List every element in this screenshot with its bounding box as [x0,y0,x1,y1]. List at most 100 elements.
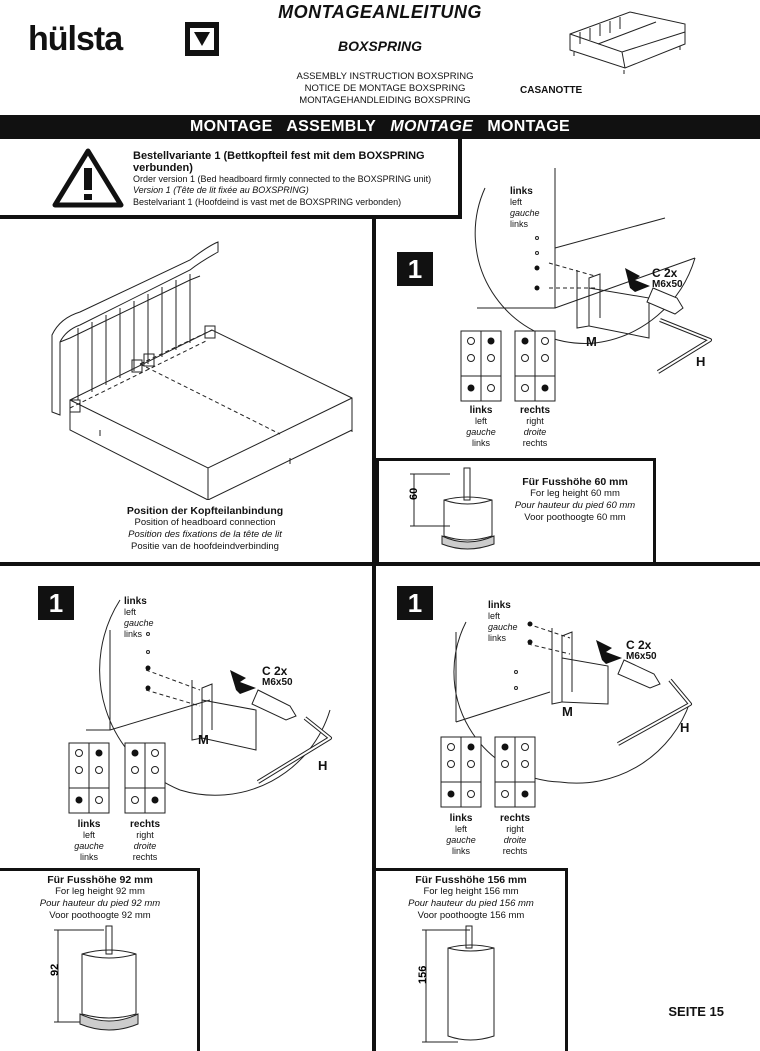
step-number-bottom-right: 1 [397,586,433,620]
legend-left-bottom-left: links left gauche links [60,819,118,863]
part-m-text: M [198,732,209,747]
side-label-en: left [488,611,501,621]
plate-right-bottom-right [494,736,536,808]
divider-vertical-top [372,219,376,565]
side-label-en: left [510,197,523,207]
screw-qty: C 2x [652,266,678,280]
side-label-bottom-left: links left gauche links [124,596,164,640]
band-nl: MONTAGE [487,118,571,135]
legend-left-de: links [449,813,473,824]
side-label-de: links [124,596,147,607]
legend-right-de: rechts [129,819,160,830]
band-de: MONTAGE [189,118,273,135]
side-label-top-right: links left gauche links [510,186,550,230]
side-label-fr: gauche [124,618,154,628]
header-line-fr: NOTICE DE MONTAGE BOXSPRING [304,83,466,94]
plate-right-top-right [514,330,556,402]
legend-left-bottom-right: links left gauche links [432,813,490,857]
side-label-nl: links [124,629,143,639]
leg156-de: Für Fusshöhe 156 mm [415,874,527,886]
bed-overview-drawing [51,241,353,500]
part-h-text: H [680,720,690,735]
side-label-de: links [488,600,511,611]
part-m-bottom-left: M [198,732,209,747]
side-label-de: links [510,186,533,197]
plate-left-top-right [460,330,502,402]
part-m-top-right: M [586,335,597,349]
leg92-de: Für Fusshöhe 92 mm [47,874,153,886]
position-caption: Position der Kopfteilanbindung Position … [40,505,370,553]
leg156-en: For leg height 156 mm [423,886,519,897]
divider-horizontal-mid [0,562,760,566]
position-fr: Position des fixations de la tête de lit [128,529,282,540]
legend-left-fr: gauche [74,841,104,851]
position-nl: Positie van de hoofdeindverbinding [131,541,279,552]
legend-right-nl: rechts [502,846,528,856]
leg156-nl: Voor poothoogte 156 mm [417,910,525,921]
part-h-text: H [318,758,328,773]
warning-nl: Bestelvariant 1 (Hoofdeind is vast met d… [133,197,402,207]
step-number-bottom-left: 1 [38,586,74,620]
leg-60-drawing: 60 [408,467,495,550]
legend-left-de: links [469,405,493,416]
side-label-nl: links [510,219,529,229]
legend-left-en: left [82,830,95,840]
allen-key-top-right [656,318,712,374]
band-en: ASSEMBLY [286,118,377,135]
side-label-nl: links [488,633,507,643]
legend-right-de: rechts [519,405,550,416]
leg60-nl: Voor poothoogte 60 mm [524,512,626,523]
header-line-nl: MONTAGEHANDLEIDING BOXSPRING [299,95,471,106]
header-lines: ASSEMBLY INSTRUCTION BOXSPRING NOTICE DE… [180,71,590,107]
legend-right-bottom-right: rechts right droite rechts [486,813,544,857]
section-band: MONTAGE ASSEMBLY MONTAGE MONTAGE [0,115,760,139]
divider-vertical-bottom [372,566,376,1051]
part-m-bottom-right: M [562,704,573,719]
part-h-text: H [696,354,706,369]
legend-right-nl: rechts [522,438,548,448]
bracket-detail-top-right [474,168,696,344]
header-line-en: ASSEMBLY INSTRUCTION BOXSPRING [296,71,474,82]
legend-left-en: left [474,416,487,426]
legend-right-en: right [526,416,544,426]
leg92-en: For leg height 92 mm [55,886,145,897]
warning-box [0,139,462,219]
part-m-text: M [562,704,573,719]
allen-key-bottom-left [256,716,332,784]
warning-en: Order version 1 (Bed headboard firmly co… [133,174,432,184]
leg60-en: For leg height 60 mm [530,488,620,499]
leg156-box [376,868,568,1051]
legend-right-nl: rechts [132,852,158,862]
document-subtitle: BOXSPRING [337,38,422,54]
warning-de: Bestellvariante 1 (Bettkopfteil fest mit… [133,150,425,174]
legend-right-fr: droite [133,841,157,851]
legend-left-de: links [77,819,101,830]
bed-thumbnail [569,11,686,74]
screw-qty: C 2x [262,664,288,678]
side-label-fr: gauche [510,208,540,218]
position-de: Position der Kopfteilanbindung [126,505,284,517]
brand-emblem-icon [185,22,219,56]
legend-left-en: left [454,824,467,834]
side-label-fr: gauche [488,622,518,632]
screw-qty: C 2x [626,638,652,652]
document-title: MONTAGEANLEITUNG [278,2,482,22]
legend-right-fr: droite [523,427,547,437]
legend-left-fr: gauche [466,427,496,437]
allen-key-bottom-right [617,678,692,746]
warning-fr: Version 1 (Tête de lit fixée au BOXSPRIN… [133,185,309,195]
plate-left-bottom-right [440,736,482,808]
screw-spec: M6x50 [652,279,683,290]
leg92-fr: Pour hauteur du pied 92 mm [39,898,161,909]
legend-right-bottom-left: rechts right droite rechts [116,819,174,863]
legend-right-fr: droite [503,835,527,845]
leg-92-drawing: 92 [49,925,139,1031]
warning-triangle-icon [52,148,124,208]
leg60-fr: Pour hauteur du pied 60 mm [514,500,636,511]
legend-left-nl: links [451,846,470,856]
band-fr: MONTAGE [390,118,474,135]
legend-right-top-right: rechts right droite rechts [506,405,564,449]
step-number-top-right: 1 [397,252,433,286]
leg92-nl: Voor poothoogte 92 mm [49,910,151,921]
plate-left-bottom-left [68,742,110,814]
